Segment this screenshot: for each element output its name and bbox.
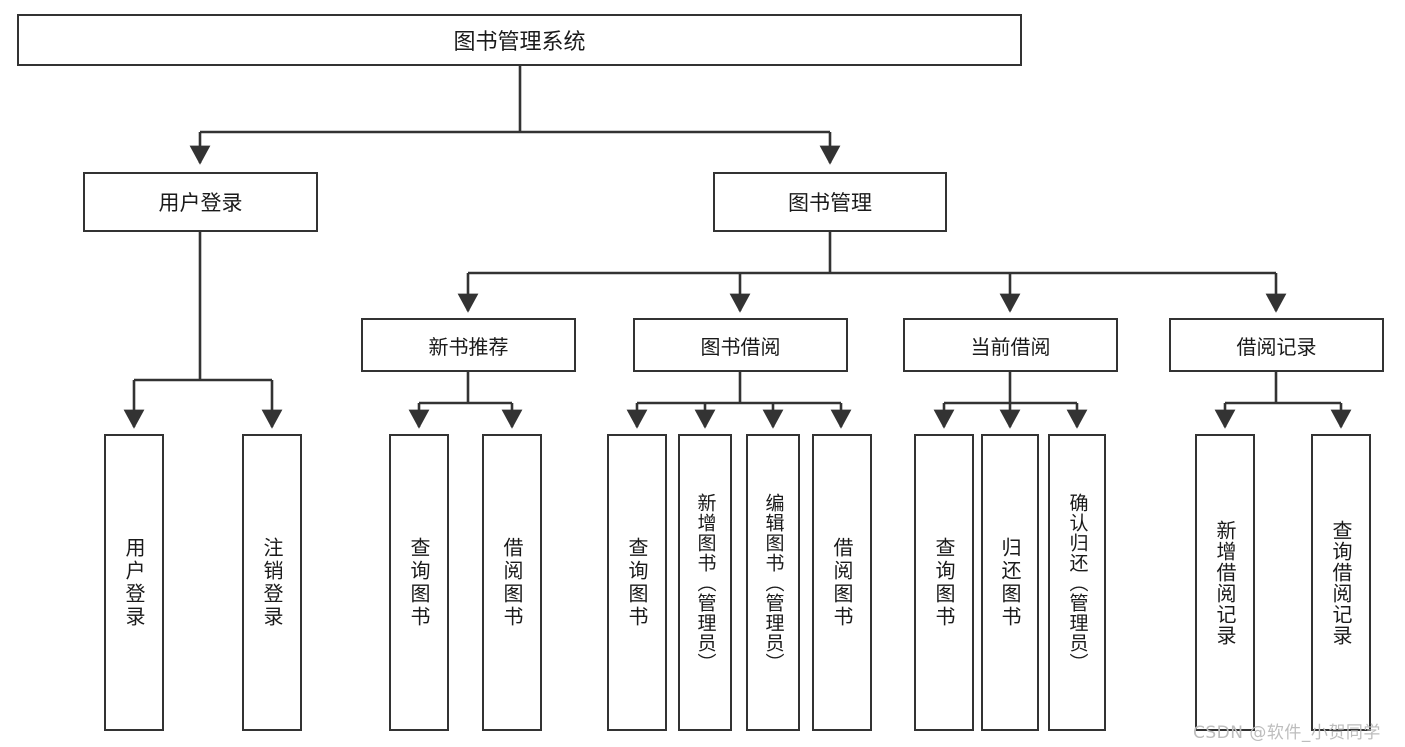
- node-book-management[interactable]: 图书管理: [713, 172, 947, 232]
- leaf-current-return-book[interactable]: 归还图书: [981, 434, 1039, 731]
- node-label: 查询图书: [625, 536, 649, 629]
- leaf-user-login-login[interactable]: 用户登录: [104, 434, 164, 731]
- leaf-current-confirm-return-admin[interactable]: 确认归还（管理员）: [1048, 434, 1106, 731]
- node-current-borrow[interactable]: 当前借阅: [903, 318, 1118, 372]
- node-label: 确认归还（管理员）: [1066, 492, 1089, 673]
- node-book-borrow[interactable]: 图书借阅: [633, 318, 848, 372]
- node-label: 用户登录: [158, 191, 243, 215]
- node-label: 当前借阅: [970, 334, 1051, 359]
- node-label: 查询图书: [932, 536, 956, 629]
- node-label: 图书管理: [788, 191, 872, 215]
- leaf-borrow-edit-book-admin[interactable]: 编辑图书（管理员）: [746, 434, 800, 731]
- node-borrow-record[interactable]: 借阅记录: [1169, 318, 1384, 372]
- node-label: 借阅图书: [830, 536, 854, 629]
- node-label: 新增图书（管理员）: [694, 492, 717, 673]
- node-label: 新书推荐: [428, 334, 509, 359]
- csdn-watermark: CSDN @软件_小贺同学: [1193, 718, 1381, 743]
- leaf-borrow-borrow-book[interactable]: 借阅图书: [812, 434, 872, 731]
- leaf-current-query-book[interactable]: 查询图书: [914, 434, 974, 731]
- leaf-borrow-add-book-admin[interactable]: 新增图书（管理员）: [678, 434, 732, 731]
- node-new-book-recommend[interactable]: 新书推荐: [361, 318, 576, 372]
- node-label: 注销登录: [260, 536, 284, 629]
- node-root-system[interactable]: 图书管理系统: [17, 14, 1022, 66]
- watermark-text: CSDN @软件_小贺同学: [1193, 723, 1381, 743]
- leaf-borrow-query-book[interactable]: 查询图书: [607, 434, 667, 731]
- node-label: 查询图书: [407, 536, 431, 629]
- node-label: 归还图书: [998, 536, 1022, 629]
- node-label: 新增借阅记录: [1213, 519, 1237, 646]
- node-label: 图书借阅: [700, 334, 781, 359]
- node-label: 查询借阅记录: [1329, 519, 1353, 646]
- node-label: 用户登录: [122, 536, 146, 629]
- leaf-new-book-query[interactable]: 查询图书: [389, 434, 449, 731]
- node-user-login[interactable]: 用户登录: [83, 172, 318, 232]
- node-label: 借阅图书: [500, 536, 524, 629]
- node-label: 借阅记录: [1236, 334, 1317, 359]
- node-label: 编辑图书（管理员）: [762, 492, 785, 673]
- leaf-new-book-borrow[interactable]: 借阅图书: [482, 434, 542, 731]
- leaf-user-login-logout[interactable]: 注销登录: [242, 434, 302, 731]
- leaf-record-query-record[interactable]: 查询借阅记录: [1311, 434, 1371, 731]
- leaf-record-add-record[interactable]: 新增借阅记录: [1195, 434, 1255, 731]
- node-label: 图书管理系统: [453, 30, 586, 55]
